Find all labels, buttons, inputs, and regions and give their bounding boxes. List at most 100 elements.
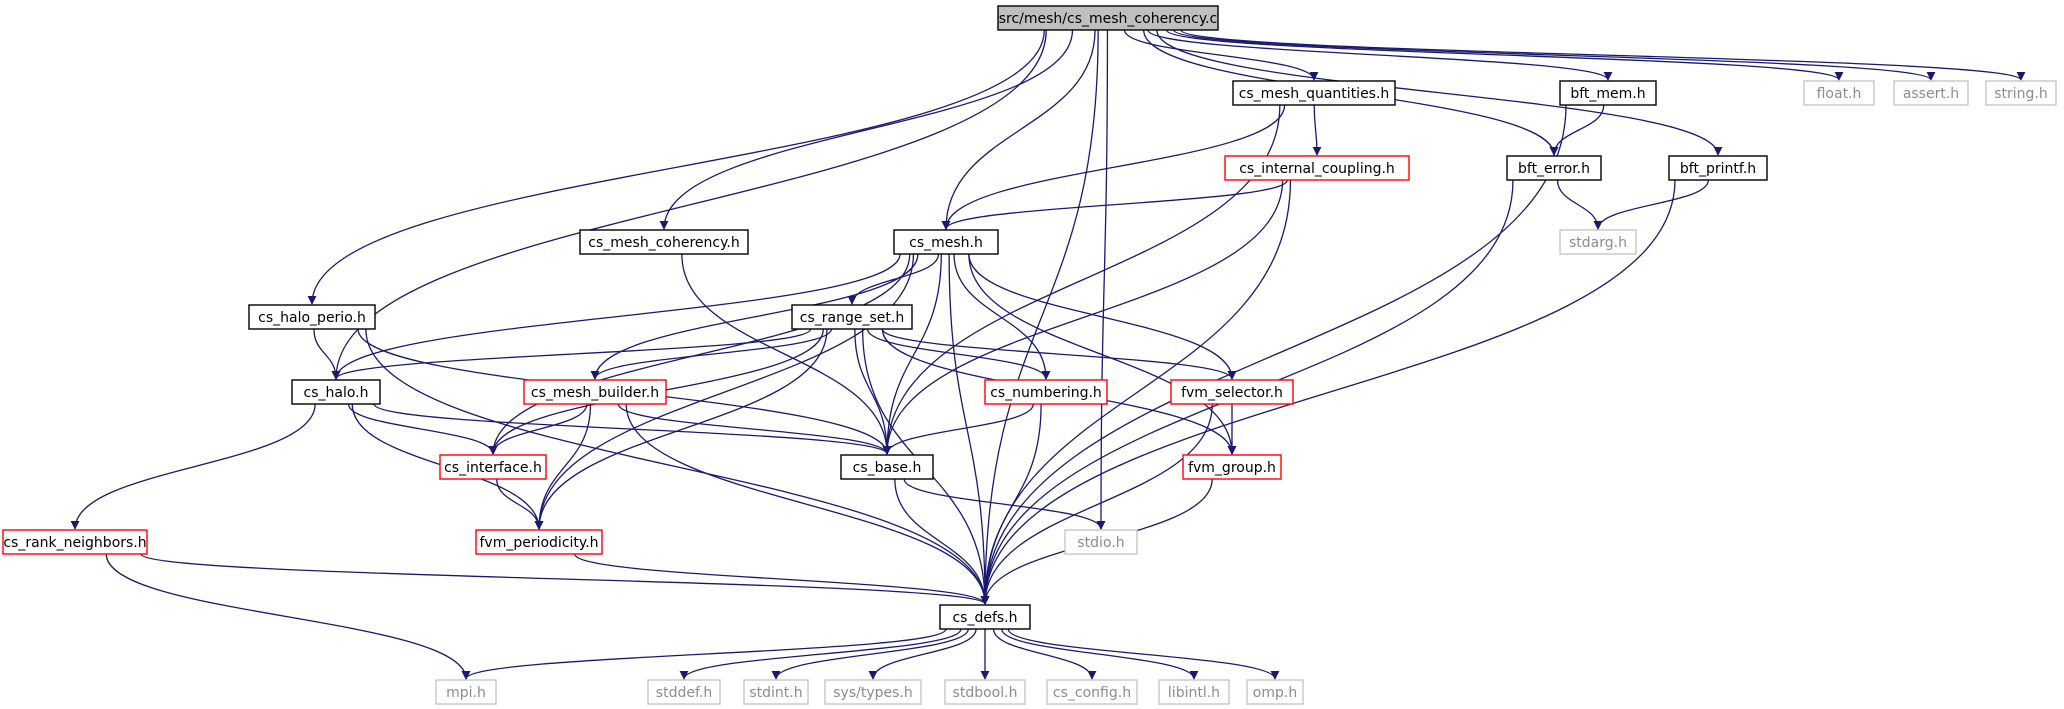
node-box bbox=[1668, 155, 1768, 181]
edge-cs_mesh_builder-to-fvm_periodicity bbox=[534, 403, 592, 530]
node-label: src/mesh/cs_mesh_coherency.c bbox=[999, 11, 1218, 27]
node-bft-error[interactable]: bft_error.h bbox=[1506, 155, 1602, 181]
node-float: float.h bbox=[1803, 80, 1875, 106]
edge-bft_mem-to-cs_defs bbox=[980, 104, 1567, 605]
node-box bbox=[248, 304, 376, 330]
node-label: bft_mem.h bbox=[1570, 86, 1645, 102]
node-cs-range-set[interactable]: cs_range_set.h bbox=[791, 304, 913, 330]
edge-fvm_selector-to-cs_defs bbox=[980, 403, 1213, 605]
node-cs-rank-neighbors[interactable]: cs_rank_neighbors.h bbox=[2, 529, 148, 555]
node-box bbox=[1506, 155, 1602, 181]
edge-bft_error-to-stdarg bbox=[1556, 179, 1603, 230]
node-label: assert.h bbox=[1903, 86, 1959, 102]
node-stdint: stdint.h bbox=[743, 679, 809, 705]
node-stdarg: stdarg.h bbox=[1559, 229, 1637, 255]
node-cs-halo[interactable]: cs_halo.h bbox=[291, 379, 381, 405]
edge-cs_mesh_coherency-to-cs_base bbox=[681, 253, 892, 455]
node-box bbox=[1064, 529, 1138, 555]
node-label: cs_config.h bbox=[1053, 685, 1131, 701]
node-box bbox=[743, 679, 809, 705]
edge-root-to-float bbox=[1165, 29, 1844, 81]
edge-root-to-cs_halo bbox=[331, 29, 1047, 380]
edge-cs_mesh-to-cs_interface bbox=[488, 253, 911, 455]
node-label: cs_rank_neighbors.h bbox=[3, 535, 146, 551]
edge-cs_mesh_quantities-to-cs_internal_coupling bbox=[1312, 104, 1322, 156]
node-label: cs_mesh_coherency.h bbox=[588, 235, 739, 251]
node-box bbox=[1046, 679, 1138, 705]
node-box bbox=[1985, 80, 2057, 106]
edge-root-to-cs_mesh bbox=[941, 29, 1096, 230]
edge-cs_mesh-to-cs_numbering bbox=[953, 253, 1051, 380]
node-label: cs_numbering.h bbox=[990, 385, 1102, 401]
node-fvm-selector[interactable]: fvm_selector.h bbox=[1170, 379, 1294, 405]
node-label: mpi.h bbox=[446, 685, 486, 701]
node-box bbox=[1803, 80, 1875, 106]
node-label: stdio.h bbox=[1077, 535, 1124, 551]
edge-cs_range_set-to-fvm_periodicity bbox=[534, 328, 828, 530]
node-fvm-group[interactable]: fvm_group.h bbox=[1182, 454, 1282, 480]
node-box bbox=[1246, 679, 1304, 705]
edge-cs_rank_neighbors-to-cs_defs bbox=[140, 553, 990, 605]
edge-cs_base-to-stdio bbox=[903, 478, 1106, 530]
node-cs-mesh[interactable]: cs_mesh.h bbox=[893, 229, 999, 255]
node-label: bft_error.h bbox=[1518, 161, 1590, 177]
edge-cs_halo-to-cs_interface bbox=[347, 403, 498, 455]
node-label: float.h bbox=[1817, 86, 1862, 102]
edge-cs_halo_perio-to-cs_halo bbox=[313, 328, 341, 380]
node-cs-internal-coupling[interactable]: cs_internal_coupling.h bbox=[1224, 155, 1410, 181]
node-label: cs_mesh.h bbox=[909, 235, 983, 251]
node-box bbox=[791, 304, 913, 330]
node-box bbox=[997, 5, 1219, 31]
edge-root-to-cs_mesh_coherency bbox=[659, 29, 1074, 230]
node-cs-base[interactable]: cs_base.h bbox=[840, 454, 934, 480]
node-cs-halo-perio[interactable]: cs_halo_perio.h bbox=[248, 304, 376, 330]
node-cs-interface[interactable]: cs_interface.h bbox=[439, 454, 547, 480]
node-cs-config: cs_config.h bbox=[1046, 679, 1138, 705]
node-label: bft_printf.h bbox=[1680, 161, 1756, 177]
node-fvm-periodicity[interactable]: fvm_periodicity.h bbox=[475, 529, 603, 555]
edge-cs_defs-to-stdint bbox=[771, 628, 969, 680]
node-mpi: mpi.h bbox=[435, 679, 497, 705]
edge-root-to-string bbox=[1180, 29, 2026, 81]
node-label: fvm_periodicity.h bbox=[479, 535, 598, 551]
node-box bbox=[647, 679, 721, 705]
node-box bbox=[824, 679, 922, 705]
edge-cs_internal_coupling-to-cs_base bbox=[882, 179, 1284, 455]
node-root[interactable]: src/mesh/cs_mesh_coherency.c bbox=[997, 5, 1219, 31]
edge-cs_mesh-to-cs_defs bbox=[948, 253, 990, 605]
node-cs-mesh-quantities[interactable]: cs_mesh_quantities.h bbox=[1232, 80, 1396, 106]
node-bft-printf[interactable]: bft_printf.h bbox=[1668, 155, 1768, 181]
node-cs-mesh-builder[interactable]: cs_mesh_builder.h bbox=[523, 379, 667, 405]
edge-root-to-bft_mem bbox=[1147, 29, 1613, 81]
node-box bbox=[840, 454, 934, 480]
node-cs-mesh-coherency[interactable]: cs_mesh_coherency.h bbox=[579, 229, 749, 255]
node-label: cs_mesh_builder.h bbox=[531, 385, 659, 401]
edges-layer bbox=[70, 29, 2026, 680]
edge-cs_halo-to-cs_base bbox=[373, 403, 892, 455]
node-box bbox=[939, 604, 1031, 630]
node-box bbox=[523, 379, 667, 405]
node-box bbox=[1158, 679, 1230, 705]
edge-cs_mesh-to-fvm_group bbox=[968, 253, 1237, 455]
node-label: cs_mesh_quantities.h bbox=[1239, 86, 1390, 102]
node-box bbox=[439, 454, 547, 480]
edge-cs_defs-to-libintl bbox=[1001, 628, 1199, 680]
node-bft-mem[interactable]: bft_mem.h bbox=[1559, 80, 1657, 106]
edge-cs_mesh-to-cs_base bbox=[882, 253, 942, 455]
edge-cs_mesh-to-cs_range_set bbox=[847, 253, 940, 305]
node-label: omp.h bbox=[1253, 685, 1297, 701]
node-label: string.h bbox=[1994, 86, 2048, 102]
node-label: stddef.h bbox=[656, 685, 712, 701]
node-label: fvm_group.h bbox=[1188, 460, 1276, 476]
node-label: libintl.h bbox=[1168, 685, 1220, 701]
node-cs-numbering[interactable]: cs_numbering.h bbox=[984, 379, 1108, 405]
edge-bft_printf-to-stdarg bbox=[1593, 179, 1710, 230]
node-sys-types: sys/types.h bbox=[824, 679, 922, 705]
node-box bbox=[2, 529, 148, 555]
node-box bbox=[893, 229, 999, 255]
node-libintl: libintl.h bbox=[1158, 679, 1230, 705]
edge-root-to-assert bbox=[1173, 29, 1936, 81]
edge-cs_rank_neighbors-to-mpi bbox=[105, 553, 471, 680]
node-cs-defs[interactable]: cs_defs.h bbox=[939, 604, 1031, 630]
edge-cs_mesh-to-fvm_selector bbox=[968, 253, 1237, 380]
